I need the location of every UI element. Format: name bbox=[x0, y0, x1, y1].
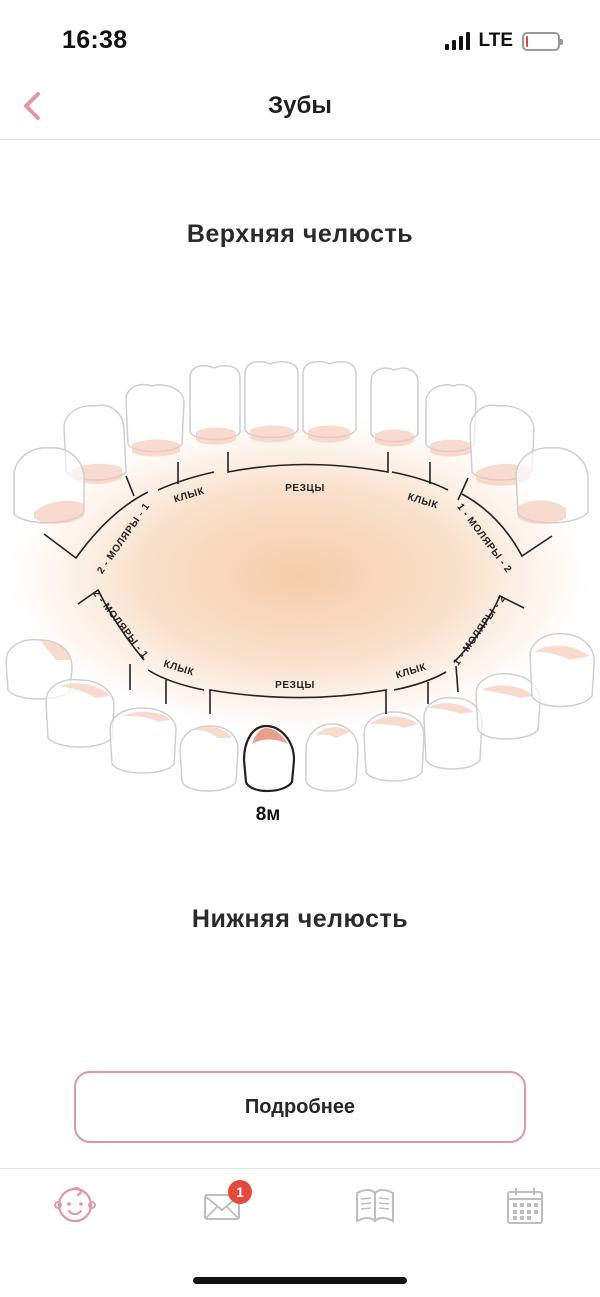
upper-tooth[interactable] bbox=[302, 360, 357, 443]
lower-tooth[interactable] bbox=[529, 632, 595, 708]
network-type: LTE bbox=[478, 30, 513, 51]
battery-icon bbox=[522, 31, 563, 51]
lower-jaw-title: Нижняя челюсть bbox=[191, 905, 409, 933]
lower-incisors-label: РЕЗЦЫ bbox=[275, 680, 315, 691]
details-button[interactable]: Подробнее bbox=[74, 1071, 526, 1143]
tab-baby[interactable] bbox=[50, 1183, 100, 1227]
upper-group-brackets bbox=[43, 452, 553, 560]
chevron-left-icon bbox=[24, 92, 40, 120]
tab-calendar[interactable] bbox=[500, 1183, 550, 1227]
lower-teeth bbox=[5, 632, 595, 792]
upper-tooth[interactable] bbox=[244, 360, 299, 443]
status-time: 16:38 bbox=[62, 26, 128, 54]
mouth-area bbox=[0, 370, 600, 780]
upper-jaw-title: Верхняя челюсть bbox=[186, 220, 414, 248]
status-indicators: LTE bbox=[444, 30, 563, 52]
upper-incisors-label: РЕЗЦЫ bbox=[285, 483, 325, 494]
upper-teeth bbox=[13, 360, 589, 524]
baby-face-icon bbox=[54, 1187, 96, 1223]
upper-tooth[interactable] bbox=[13, 447, 85, 524]
lower-tooth[interactable] bbox=[179, 725, 239, 792]
nav-bar: Зубы bbox=[0, 80, 600, 140]
tab-bar: 1 bbox=[0, 1168, 600, 1297]
lower-tooth[interactable] bbox=[475, 672, 541, 740]
calendar-icon bbox=[507, 1188, 543, 1224]
lower-group-brackets bbox=[77, 588, 525, 714]
status-bar: 16:38 LTE bbox=[0, 0, 600, 80]
upper-tooth[interactable] bbox=[125, 383, 185, 457]
lower-tooth[interactable] bbox=[423, 696, 483, 770]
tab-library[interactable] bbox=[350, 1183, 400, 1227]
page-title: Зубы bbox=[268, 92, 332, 119]
messages-badge: 1 bbox=[228, 1180, 252, 1204]
highlighted-tooth[interactable] bbox=[242, 724, 296, 793]
lower-tooth[interactable] bbox=[109, 707, 177, 774]
teeth-chart: РЕЗЦЫ КЛЫК КЛЫК 2 - МОЛЯРЫ - 1 1 - МОЛЯР… bbox=[0, 360, 600, 825]
lower-tooth[interactable] bbox=[45, 678, 115, 748]
highlighted-tooth-label: 8м bbox=[256, 804, 281, 825]
lower-tooth[interactable] bbox=[363, 711, 425, 782]
home-indicator bbox=[193, 1277, 407, 1284]
upper-tooth[interactable] bbox=[425, 383, 477, 457]
book-icon bbox=[356, 1189, 394, 1223]
upper-tooth[interactable] bbox=[189, 364, 241, 445]
upper-tooth[interactable] bbox=[515, 447, 589, 524]
lower-tooth[interactable] bbox=[305, 723, 359, 792]
upper-tooth[interactable] bbox=[370, 367, 419, 447]
back-button[interactable] bbox=[14, 84, 54, 128]
signal-icon bbox=[444, 32, 470, 50]
battery-level bbox=[526, 35, 528, 47]
